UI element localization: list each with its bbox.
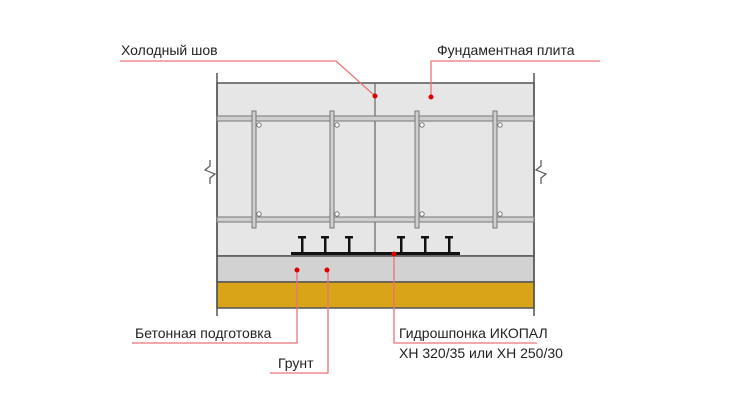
concrete-prep-dot bbox=[294, 267, 300, 273]
break-symbol-right bbox=[534, 160, 548, 184]
soil-layer bbox=[216, 281, 535, 309]
soil-dot bbox=[324, 267, 330, 273]
concrete-prep-leader bbox=[132, 270, 298, 344]
cold-joint-dot bbox=[372, 93, 378, 99]
concrete-prep-label: Бетонная подготовка bbox=[135, 325, 272, 341]
bottom-rebar bbox=[216, 216, 535, 223]
waterstop bbox=[291, 236, 460, 255]
break-symbol-left bbox=[203, 160, 217, 184]
foundation-slab-leader bbox=[430, 60, 600, 97]
cold-joint-leader bbox=[120, 60, 376, 97]
waterstop-leader bbox=[393, 254, 537, 344]
soil-label: Грунт bbox=[278, 355, 314, 371]
vertical-rebars bbox=[251, 110, 503, 229]
top-rebar bbox=[216, 115, 535, 122]
cold-joint-label: Холодный шов bbox=[121, 42, 218, 58]
waterstop-dot bbox=[391, 251, 397, 257]
waterstop-label-line1: Гидрошпонка ИКОПАЛ bbox=[399, 325, 548, 341]
soil-leader bbox=[270, 270, 329, 374]
waterstop-label-line2: ХН 320/35 или ХН 250/30 bbox=[399, 345, 563, 361]
foundation-slab-label: Фундаментная плита bbox=[437, 42, 575, 58]
concrete-prep-layer bbox=[216, 255, 535, 283]
foundation-slab-dot bbox=[428, 94, 434, 100]
